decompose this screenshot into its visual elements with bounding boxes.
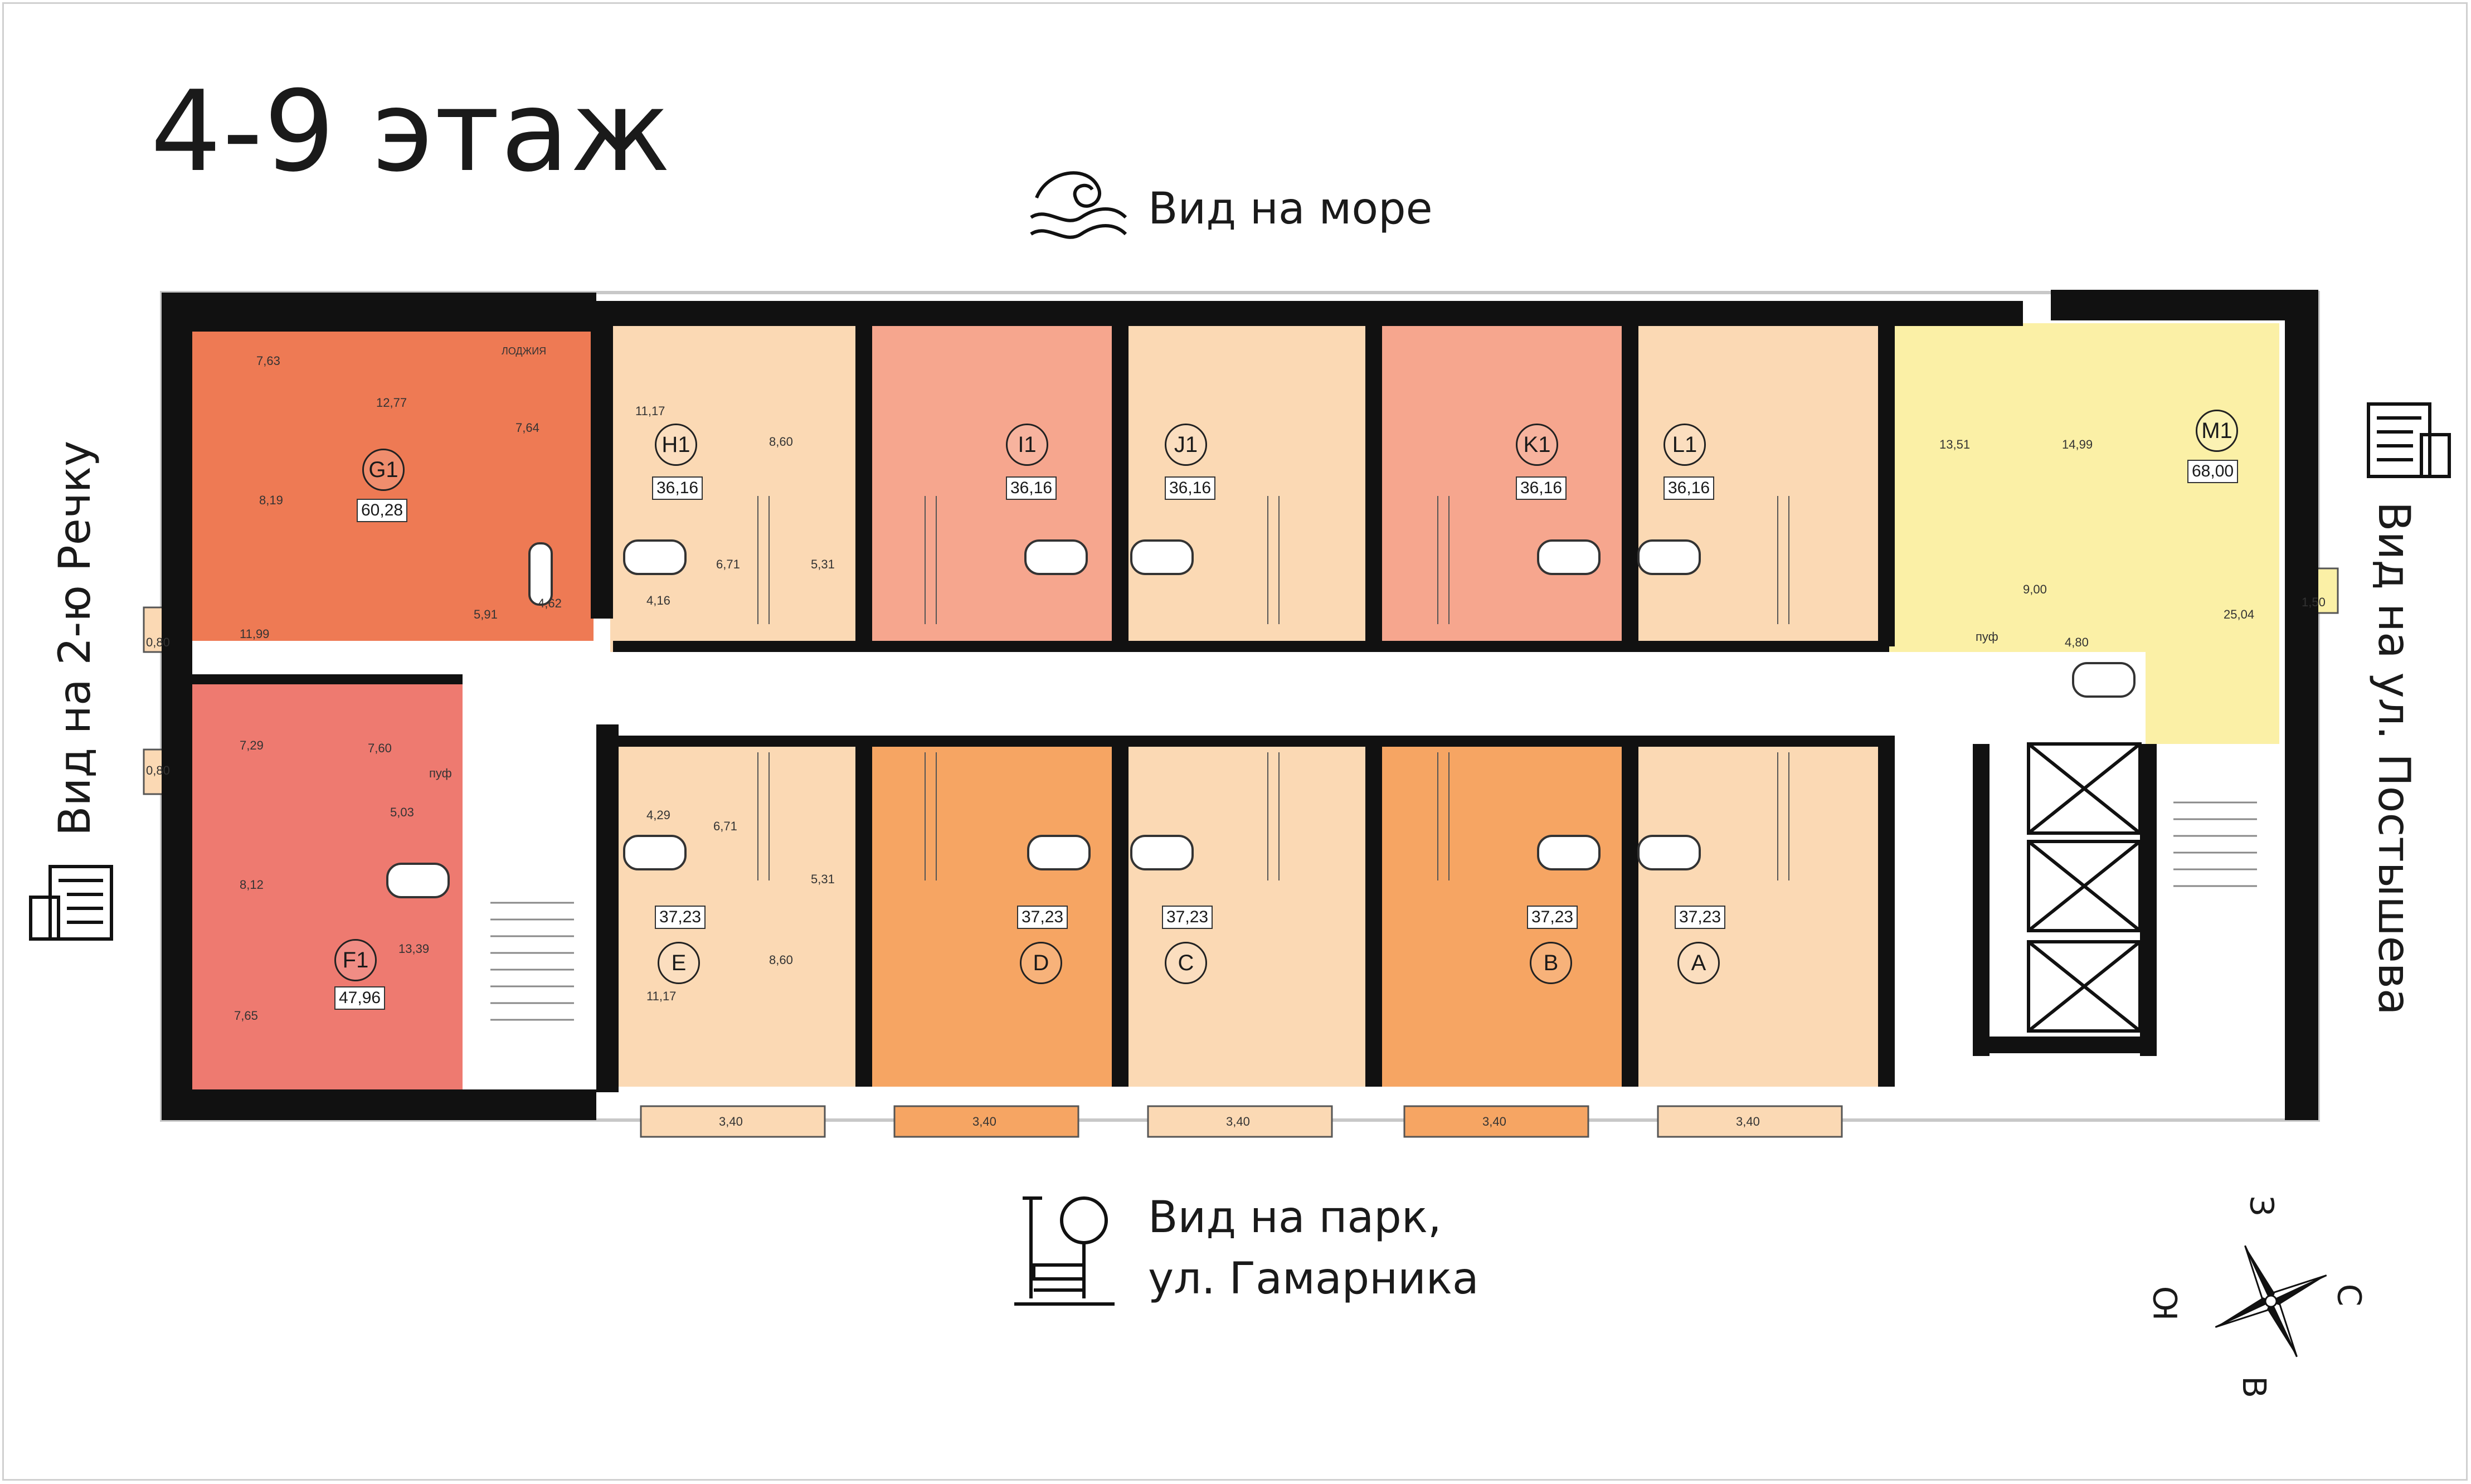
unit-b[interactable] (1374, 741, 1630, 1087)
view-park-label: Вид на парк, ул. Гамарника (1148, 1187, 1479, 1310)
unit-area-c: 37,23 (1162, 906, 1213, 929)
room-label: 7,60 (368, 741, 392, 755)
unit-id-k1: K1 (1516, 424, 1558, 466)
unit-area-a: 37,23 (1675, 906, 1726, 929)
building-icon-left (29, 865, 113, 941)
balcony-a (1657, 1105, 1843, 1138)
room-label: 13,39 (398, 942, 430, 956)
unit-id-j1: J1 (1165, 424, 1207, 466)
room-label: 7,65 (234, 1009, 258, 1023)
unit-area-m1: 68,00 (2187, 460, 2239, 483)
compass-rose-icon (2215, 1245, 2327, 1358)
room-label: 8,19 (259, 493, 283, 507)
view-park-line1: Вид на парк, (1148, 1193, 1442, 1243)
compass-west: З (2243, 1195, 2281, 1217)
unit-id-b: B (1530, 942, 1572, 984)
room-label: 5,03 (390, 805, 414, 819)
room-label: 11,17 (635, 404, 665, 418)
unit-area-e: 37,23 (655, 906, 706, 929)
unit-i1[interactable] (864, 323, 1120, 652)
room-label: 7,64 (515, 421, 539, 435)
balcony-area-label: 3,40 (1736, 1115, 1760, 1128)
compass-north: С (2330, 1283, 2368, 1307)
room-label: 4,62 (538, 596, 562, 610)
page-title: 4-9 этаж (150, 67, 672, 197)
room-label: 7,29 (240, 738, 264, 752)
room-label: 5,31 (811, 557, 835, 571)
unit-e[interactable] (599, 741, 864, 1087)
compass-east: В (2235, 1376, 2273, 1398)
balcony-b (1403, 1105, 1589, 1138)
unit-c[interactable] (1120, 741, 1374, 1087)
balcony-area-label: 0,80 (146, 763, 170, 777)
room-label: пуф (1976, 630, 1998, 644)
room-label: 25,04 (2224, 607, 2255, 621)
balcony-area-label: 1,50 (2302, 595, 2326, 609)
room-label: 4,29 (646, 808, 670, 822)
room-label: 8,60 (769, 953, 793, 967)
unit-id-a: A (1677, 942, 1720, 984)
room-label: 8,60 (769, 435, 793, 449)
unit-area-k1: 36,16 (1516, 476, 1567, 500)
sea-waves-icon (1030, 171, 1127, 239)
unit-area-j1: 36,16 (1165, 476, 1216, 500)
loggia-label: ЛОДЖИЯ (502, 346, 547, 357)
compass-south: Ю (2147, 1286, 2185, 1321)
building-icon-right (2367, 402, 2451, 478)
room-label: 12,77 (376, 396, 407, 410)
room-label: 7,63 (256, 354, 280, 368)
room-label: пуф (429, 766, 452, 780)
unit-area-f1: 47,96 (334, 986, 386, 1010)
balcony-area-label: 0,80 (146, 635, 170, 649)
unit-area-i1: 36,16 (1006, 476, 1057, 500)
room-label: 14,99 (2062, 437, 2093, 451)
room-label: 11,99 (240, 627, 270, 641)
balcony-area-label: 3,40 (1226, 1115, 1250, 1128)
view-sea-label: Вид на море (1148, 184, 1433, 234)
unit-id-l1: L1 (1663, 424, 1706, 466)
unit-area-l1: 36,16 (1663, 476, 1715, 500)
balcony-c (1147, 1105, 1333, 1138)
room-label: 5,91 (474, 607, 498, 621)
unit-j1[interactable] (1120, 323, 1374, 652)
room-label: 13,51 (1939, 437, 1971, 451)
unit-id-e: E (658, 942, 700, 984)
unit-id-i1: I1 (1006, 424, 1048, 466)
room-label: 6,71 (716, 557, 740, 571)
room-label: 9,00 (2023, 582, 2047, 596)
balcony-area-label: 3,40 (972, 1115, 996, 1128)
room-label: 4,80 (2065, 635, 2089, 649)
unit-id-d: D (1020, 942, 1062, 984)
unit-id-c: C (1165, 942, 1207, 984)
unit-k1[interactable] (1374, 323, 1630, 652)
unit-area-h1: 36,16 (652, 476, 703, 500)
balcony-area-label: 3,40 (1482, 1115, 1506, 1128)
room-label: 6,71 (713, 819, 737, 833)
unit-area-d: 37,23 (1017, 906, 1068, 929)
balcony-e (640, 1105, 826, 1138)
unit-area-b: 37,23 (1527, 906, 1578, 929)
balcony-area-label: 3,40 (719, 1115, 743, 1128)
unit-d[interactable] (864, 741, 1120, 1087)
room-label: 11,17 (646, 989, 677, 1003)
unit-id-f1: F1 (334, 939, 377, 981)
unit-m1-ext (2146, 652, 2279, 744)
unit-m1[interactable] (1884, 323, 2279, 652)
view-park-line2: ул. Гамарника (1148, 1254, 1479, 1304)
room-label: 5,31 (811, 872, 835, 886)
park-bench-icon (1014, 1196, 1115, 1306)
room-label: 4,16 (646, 593, 670, 607)
unit-area-g1: 60,28 (357, 499, 408, 522)
unit-id-h1: H1 (655, 424, 697, 466)
unit-id-m1: M1 (2196, 410, 2238, 452)
unit-a[interactable] (1630, 741, 1884, 1087)
unit-id-g1: G1 (362, 449, 405, 491)
room-label: 8,12 (240, 878, 264, 892)
balcony-d (893, 1105, 1079, 1138)
